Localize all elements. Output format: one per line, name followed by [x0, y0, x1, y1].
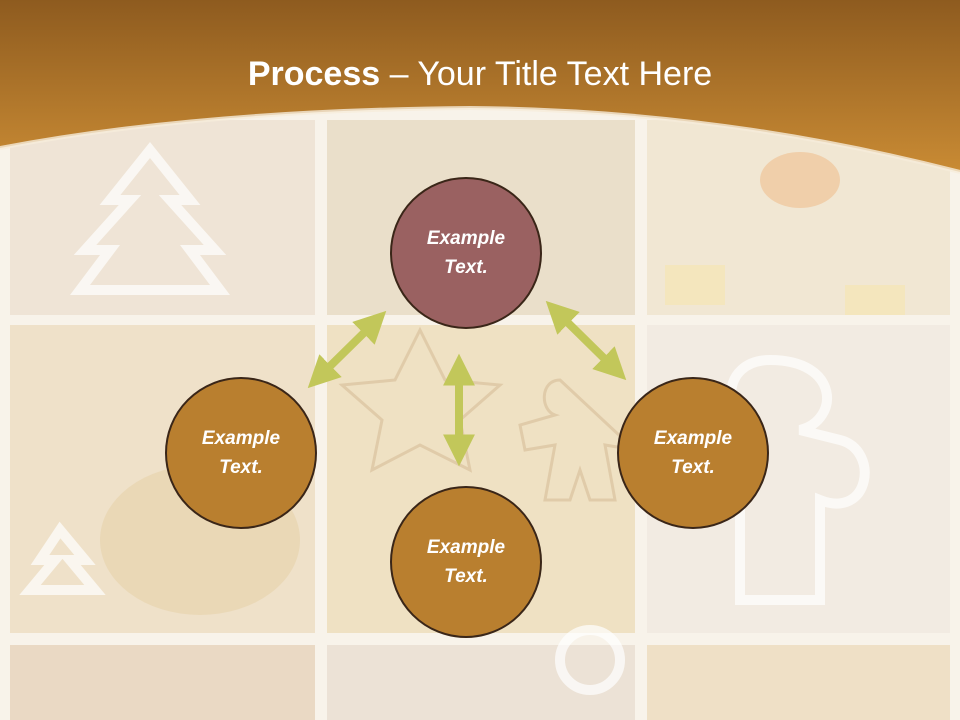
title-rest: – Your Title Text Here	[380, 55, 713, 93]
arrow-top-left	[307, 310, 387, 389]
header-band	[0, 0, 960, 174]
cookie-cutter-shape	[555, 625, 625, 695]
node-text: Example Text.	[653, 428, 733, 478]
cookie-outline	[518, 378, 640, 502]
collage-tile	[10, 120, 315, 315]
collage-tile	[10, 645, 315, 720]
slide-title: Process – Your Title Text Here	[0, 52, 960, 96]
butter-cube	[665, 265, 725, 305]
collage-tile	[327, 645, 635, 720]
title-bold: Process	[247, 55, 381, 93]
process-node-top: Example Text.	[390, 177, 542, 329]
cookie-cutter-shape	[70, 141, 230, 295]
process-node-right: Example Text.	[617, 377, 769, 529]
cookie-cutter-shape	[19, 521, 106, 595]
node-text: Example Text.	[201, 428, 281, 478]
node-text: Example Text.	[426, 537, 506, 587]
butter-cube	[845, 285, 905, 315]
arrow-top-right	[545, 300, 627, 381]
node-text: Example Text.	[426, 228, 506, 278]
collage-tile	[647, 645, 950, 720]
process-node-left: Example Text.	[165, 377, 317, 529]
egg-yolk	[760, 152, 840, 208]
process-node-bottom: Example Text.	[390, 486, 542, 638]
